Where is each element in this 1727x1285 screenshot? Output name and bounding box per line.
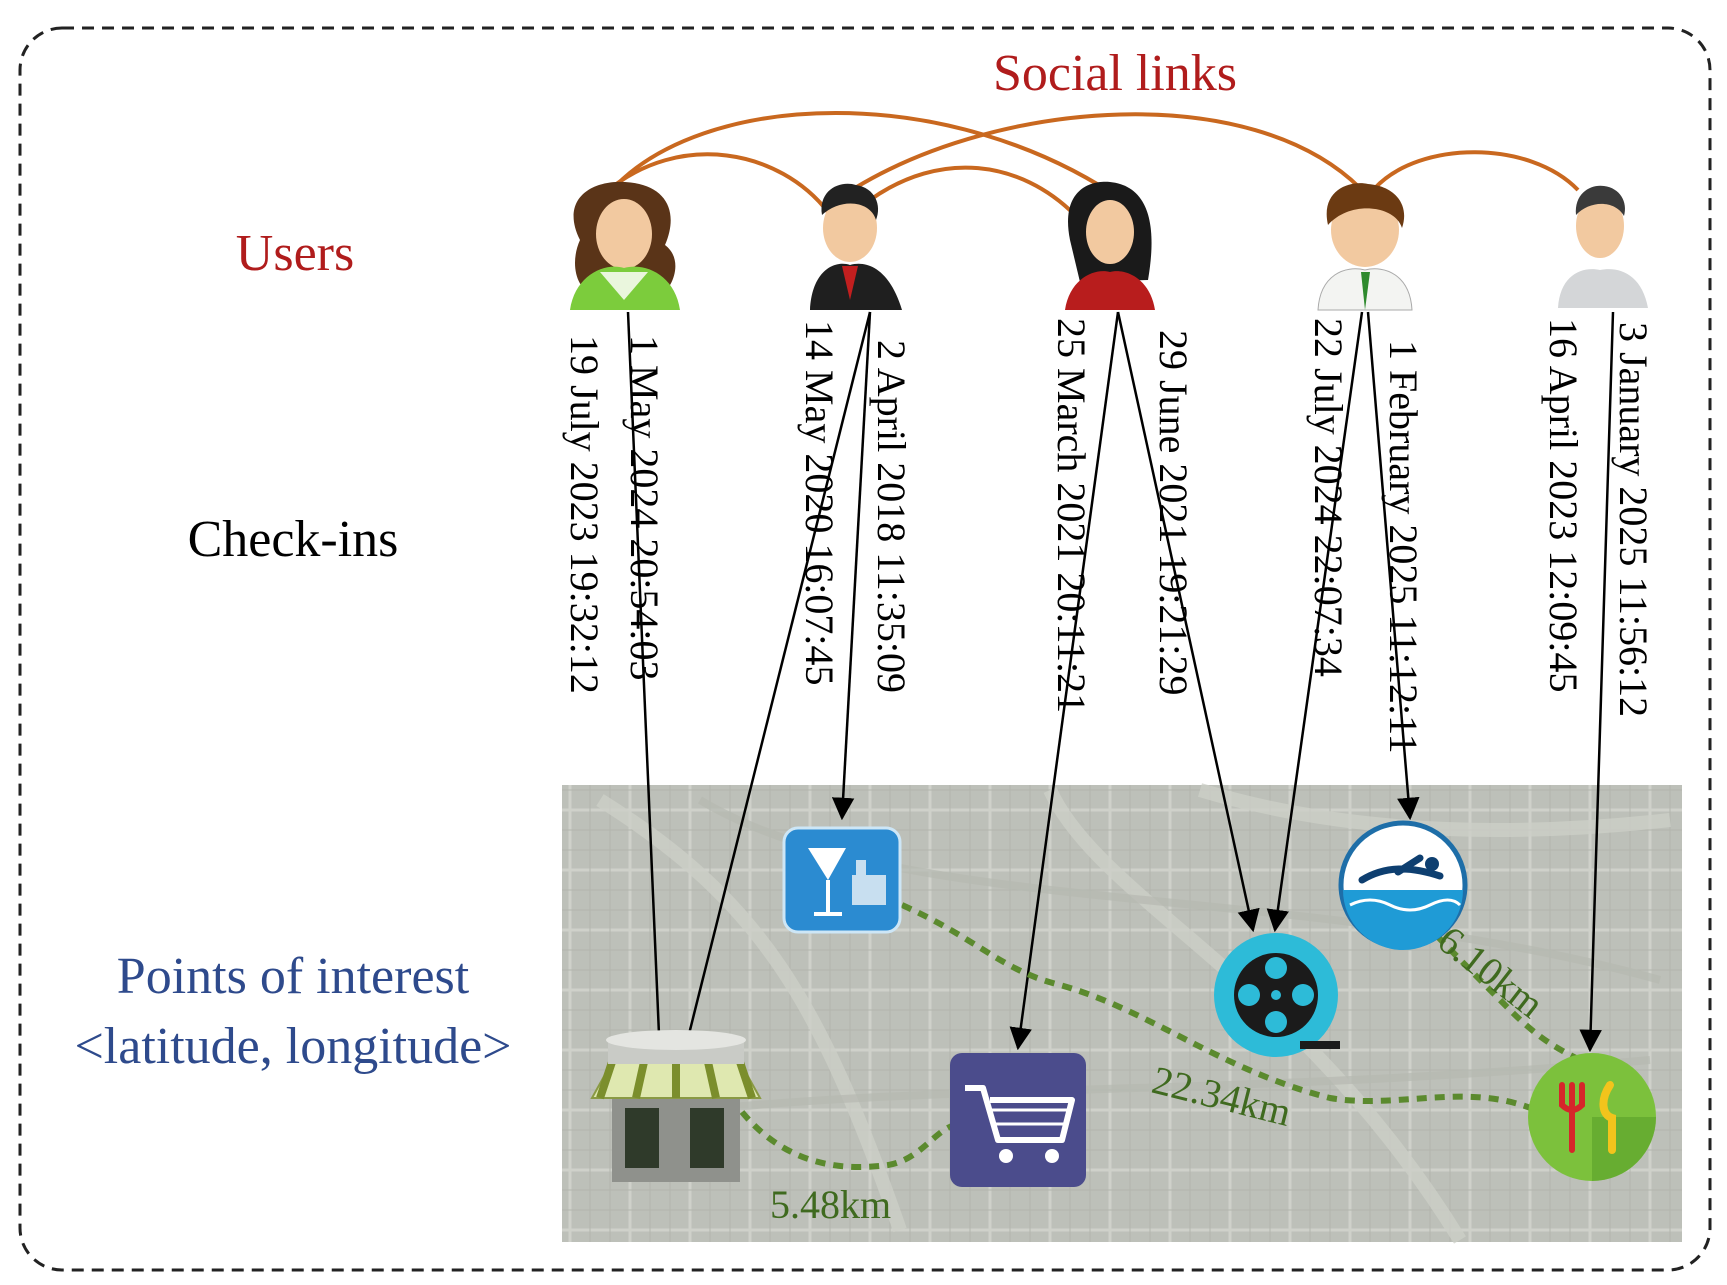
distance-link-store-cart — [739, 1110, 956, 1171]
checkin-timestamp: 16 April 2023 12:09:45 — [1541, 318, 1586, 692]
distance-label: 5.48km — [770, 1182, 891, 1227]
user-man-grey[interactable] — [1558, 185, 1648, 308]
poi-shopping-cart[interactable] — [950, 1053, 1086, 1187]
users-label: Users — [236, 225, 354, 282]
checkin-arrows — [626, 311, 1615, 1061]
checkin-timestamp: 1 May 2024 20:54:03 — [622, 335, 667, 681]
poi-cinema[interactable] — [1214, 933, 1340, 1057]
distance-link-bar-restaurant — [900, 902, 1542, 1115]
social-link-user2-user4 — [853, 112, 1362, 190]
social-links-label: Social links — [993, 45, 1237, 102]
checkin-timestamp: 3 January 2025 11:56:12 — [1611, 322, 1656, 717]
poi-store[interactable] — [590, 1030, 762, 1182]
poi-bar[interactable] — [782, 826, 902, 934]
checkins-label: Check-ins — [188, 511, 399, 568]
poi-label-line2: <latitude, longitude> — [74, 1018, 511, 1075]
man-grey-user-icon — [1558, 185, 1648, 308]
woman-green-user-icon — [570, 181, 680, 310]
user-man-suit[interactable] — [810, 183, 902, 310]
checkin-timestamp: 19 July 2023 19:32:12 — [562, 335, 607, 694]
checkin-timestamp: 1 February 2025 11:12:11 — [1381, 340, 1426, 754]
diagram-frame — [18, 26, 1712, 1272]
checkin-timestamp: 25 March 2021 20:11:21 — [1049, 318, 1094, 713]
checkin-timestamp: 22 July 2024 22:07:34 — [1306, 318, 1351, 677]
map-background — [562, 783, 1682, 1244]
checkin-timestamp: 2 April 2018 11:35:09 — [869, 340, 914, 693]
film-reel-icon — [1214, 933, 1340, 1057]
checkin-timestamp: 29 June 2021 19:21:29 — [1151, 330, 1196, 696]
social-link-user4-user5 — [1373, 150, 1580, 192]
man-white-shirt-user-icon — [1317, 183, 1413, 311]
shopping-cart-icon — [950, 1053, 1086, 1187]
social-link-user1-user2 — [604, 152, 830, 214]
user-man-white-shirt[interactable] — [1317, 183, 1413, 311]
poi-restaurant[interactable] — [1528, 1053, 1656, 1181]
restaurant-icon — [1528, 1053, 1656, 1181]
checkin-timestamps: 19 July 2023 19:32:12 1 May 2024 20:54:0… — [562, 318, 1656, 754]
poi-label-line1: Points of interest — [117, 948, 470, 1005]
social-link-user2-user3 — [868, 165, 1077, 217]
store-icon — [590, 1030, 762, 1182]
checkin-timestamp: 14 May 2020 16:07:45 — [797, 320, 842, 686]
woman-red-user-icon — [1065, 181, 1155, 310]
user-woman-red[interactable] — [1065, 181, 1155, 310]
man-suit-user-icon — [810, 183, 902, 310]
distance-link-swimming-restaurant — [1409, 907, 1582, 1063]
bar-icon — [782, 826, 902, 934]
social-link-user1-user3 — [608, 111, 1127, 204]
distance-links — [739, 902, 1582, 1171]
social-links — [604, 111, 1580, 217]
poi-swimming[interactable] — [1338, 820, 1468, 950]
swimming-icon — [1338, 820, 1468, 950]
user-woman-green[interactable] — [570, 181, 680, 310]
